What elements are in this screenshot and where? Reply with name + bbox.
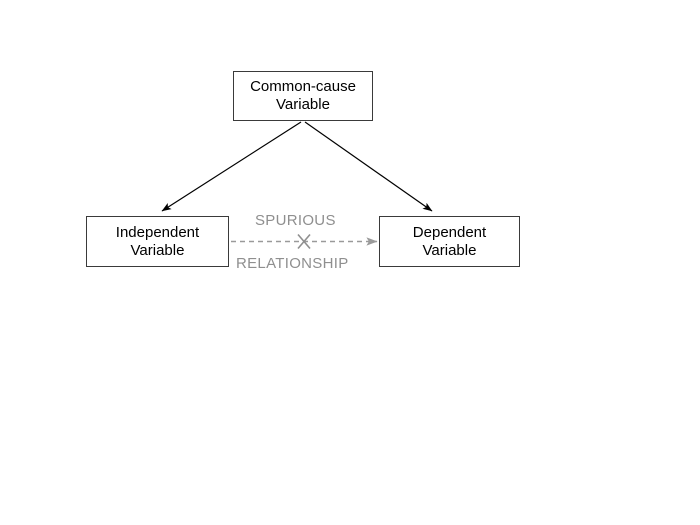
- node-independent-variable[interactable]: Independent Variable: [86, 216, 229, 267]
- node-common-cause-label: Common-cause Variable: [250, 78, 356, 113]
- node-common-cause-variable[interactable]: Common-cause Variable: [233, 71, 373, 121]
- node-dependent-label: Dependent Variable: [412, 223, 487, 259]
- node-independent-label: Independent Variable: [115, 223, 200, 259]
- edge-label-spurious: SPURIOUS: [255, 212, 336, 229]
- edge-common-cause-to-independent: [161, 121, 302, 212]
- edge-common-cause-to-dependent: [304, 121, 433, 212]
- edge-label-relationship: RELATIONSHIP: [236, 255, 349, 272]
- node-dependent-variable[interactable]: Dependent Variable: [379, 216, 520, 267]
- cross-out-x-icon: [297, 233, 311, 250]
